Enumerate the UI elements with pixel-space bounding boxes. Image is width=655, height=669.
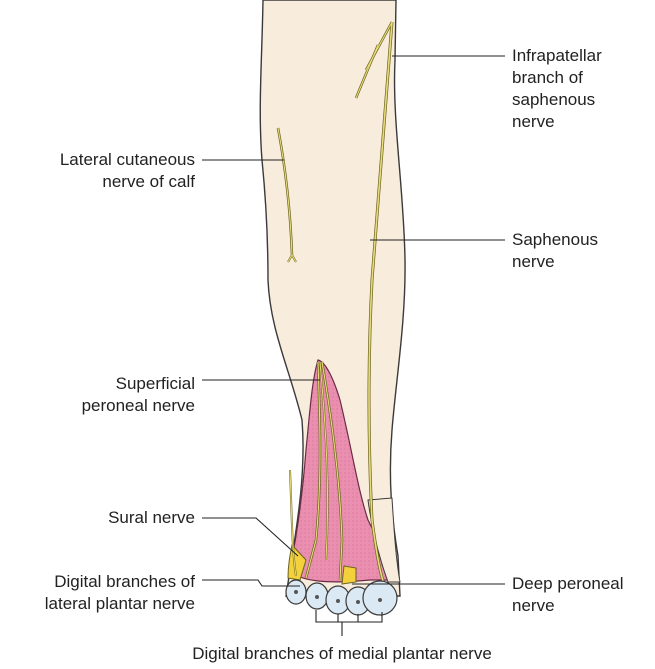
label-lateral-cutaneous: Lateral cutaneous nerve of calf [60, 149, 195, 193]
label-saphenous: Saphenous nerve [512, 229, 598, 273]
leader-sural [202, 518, 298, 556]
label-sural: Sural nerve [108, 507, 195, 529]
label-digital-medial: Digital branches of medial plantar nerve [120, 643, 564, 665]
label-infrapatellar: Infrapatellar branch of saphenous nerve [512, 45, 602, 133]
label-digital-lateral: Digital branches of lateral plantar nerv… [45, 571, 195, 615]
leader-digital-lateral [202, 580, 300, 586]
label-deep-peroneal: Deep peroneal nerve [512, 573, 624, 617]
label-superficial-peroneal: Superficial peroneal nerve [82, 373, 195, 417]
deep-peroneal-patch [342, 566, 356, 584]
